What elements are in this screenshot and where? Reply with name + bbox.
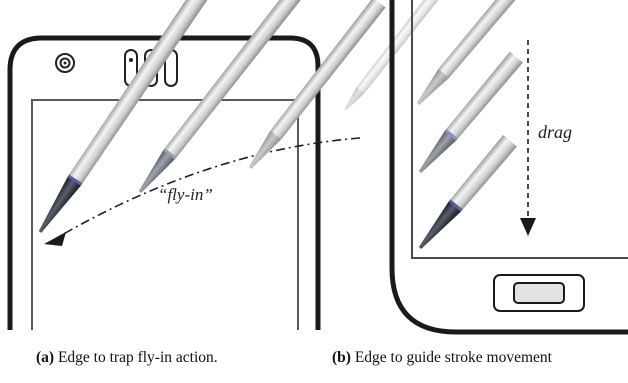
caption-a-text: Edge to trap fly-in action. bbox=[57, 349, 218, 366]
panel-a bbox=[7, 0, 449, 330]
device-b-outer bbox=[389, 0, 628, 335]
caption-b-text: Edge to guide stroke movement bbox=[354, 349, 552, 366]
stylus-faint bbox=[344, 0, 449, 111]
caption-b-tag: (b) bbox=[332, 349, 351, 366]
fly-in-arrowhead bbox=[44, 232, 66, 246]
caption-a: (a) Edge to trap fly-in action. bbox=[36, 349, 218, 367]
drag-label: drag bbox=[538, 122, 572, 142]
device-b-screen bbox=[411, 0, 628, 259]
caption-a-tag: (a) bbox=[36, 349, 55, 366]
device-a-screen bbox=[31, 99, 299, 330]
stylus-b-mid bbox=[418, 51, 523, 173]
home-button-icon bbox=[493, 274, 585, 312]
device-a-outer bbox=[7, 35, 321, 330]
stylus-light bbox=[248, 0, 386, 169]
fly-in-label: “fly-in” bbox=[158, 185, 213, 204]
fly-in-trajectory bbox=[59, 137, 361, 237]
stylus-b-bottom bbox=[418, 134, 517, 249]
camera-icon bbox=[55, 53, 75, 73]
stylus-dark bbox=[38, 0, 210, 233]
figure-canvas: “fly-in” drag bbox=[7, 0, 628, 335]
drag-arrowhead bbox=[520, 218, 536, 236]
stylus-mid bbox=[138, 0, 301, 193]
stylus-b-top bbox=[416, 0, 534, 105]
panel-b bbox=[389, 0, 628, 335]
caption-b: (b) Edge to guide stroke movement bbox=[332, 349, 552, 367]
